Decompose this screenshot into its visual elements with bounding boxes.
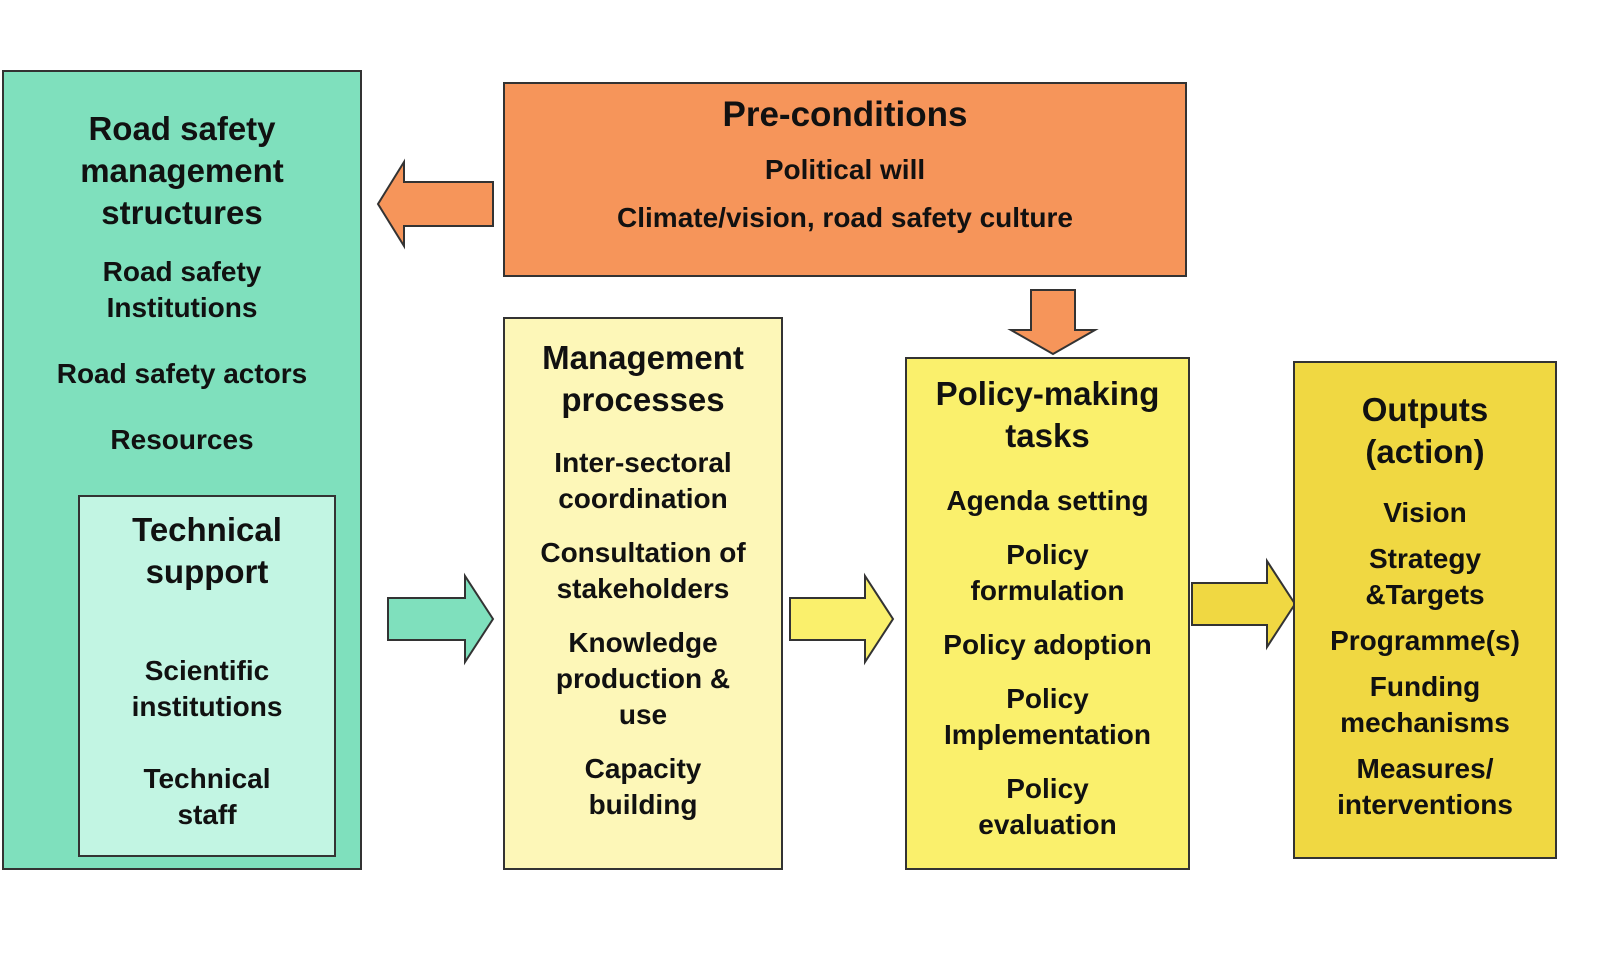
policy-making-box: Policy-making tasks Agenda setting Polic… [905, 357, 1190, 870]
outputs-box: Outputs (action) Vision Strategy &Target… [1293, 361, 1557, 859]
structures-item: Road safety actors [56, 358, 308, 389]
outputs-item: Programme(s) [1330, 625, 1520, 656]
outputs-item: Measures/ interventions [1337, 753, 1513, 820]
outputs-item: Vision [1383, 497, 1467, 528]
arrow-management-to-policy [789, 572, 895, 666]
structures-item: Resources [110, 424, 254, 455]
management-processes-box: Management processes Inter-sectoral coor… [503, 317, 783, 870]
technical-support-box: Technical support Scientific institution… [78, 495, 336, 857]
outputs-title: Outputs (action) [1361, 391, 1489, 470]
arrow-preconditions-to-policy [1007, 289, 1099, 356]
management-processes-item: Knowledge production & use [555, 627, 731, 730]
preconditions-box: Pre-conditions Political will Climate/vi… [503, 82, 1187, 277]
management-processes-title: Management processes [542, 339, 744, 418]
management-processes-item: Inter-sectoral coordination [554, 447, 732, 514]
arrow-policy-to-outputs [1191, 557, 1297, 651]
structures-item: Road safety Institutions [102, 256, 262, 323]
policy-making-item: Agenda setting [946, 485, 1149, 516]
preconditions-item: Political will [764, 154, 926, 185]
management-processes-item: Capacity building [584, 753, 702, 820]
preconditions-title: Pre-conditions [722, 95, 968, 134]
structures-title: Road safety management structures [80, 110, 284, 231]
technical-support-item: Scientific institutions [131, 655, 283, 722]
technical-support-item: Technical staff [143, 763, 271, 830]
preconditions-item: Climate/vision, road safety culture [617, 202, 1073, 233]
policy-making-item: Policy Implementation [944, 683, 1151, 750]
policy-making-item: Policy formulation [970, 539, 1125, 606]
policy-making-item: Policy adoption [943, 629, 1152, 660]
arrow-structures-to-management [387, 572, 495, 666]
outputs-item: Strategy &Targets [1365, 543, 1485, 610]
arrow-preconditions-to-structures [376, 158, 494, 250]
technical-support-title: Technical support [132, 511, 282, 590]
policy-making-title: Policy-making tasks [935, 375, 1160, 454]
outputs-item: Funding mechanisms [1340, 671, 1510, 738]
policy-making-item: Policy evaluation [978, 773, 1117, 840]
management-processes-item: Consultation of stakeholders [540, 537, 746, 604]
